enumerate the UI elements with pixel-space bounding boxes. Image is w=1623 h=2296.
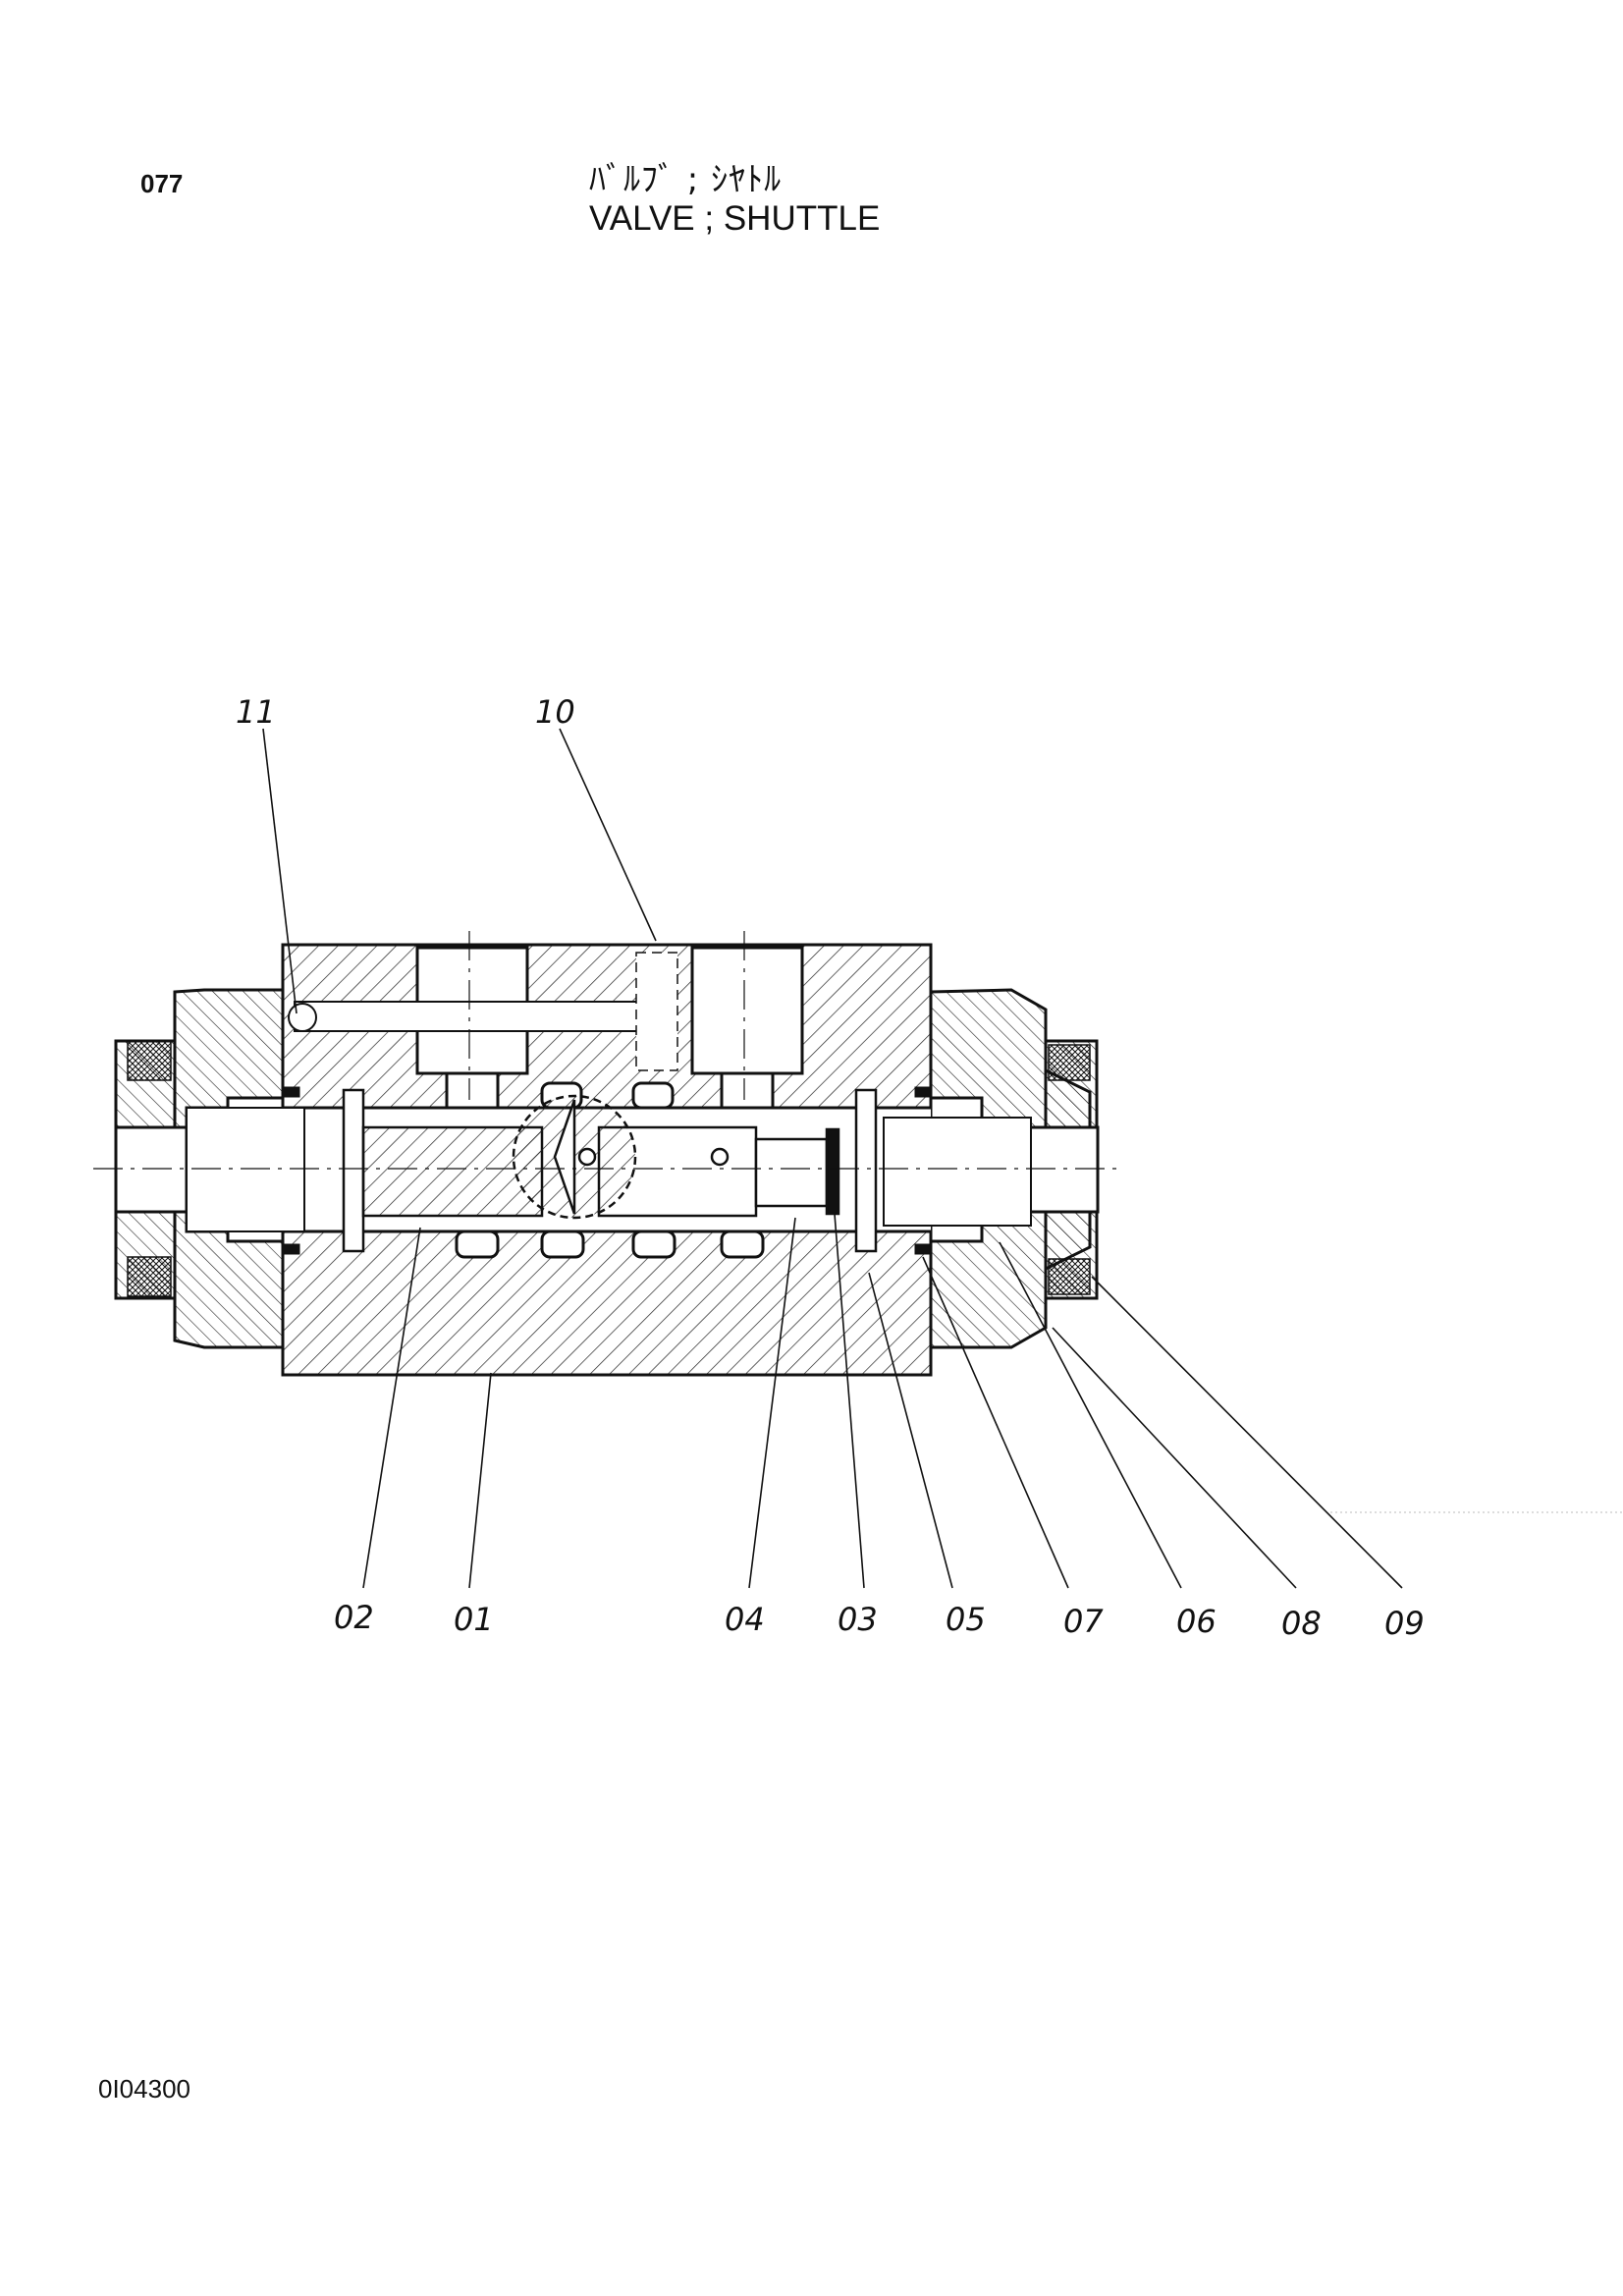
title-japanese: ﾊﾞﾙﾌﾞ ; ｼﾔﾄﾙ — [589, 160, 783, 199]
callout-02: 02 — [334, 1599, 374, 1636]
left-end-plug — [114, 988, 365, 1349]
callout-09: 09 — [1384, 1605, 1425, 1642]
right-end-plug — [854, 988, 1100, 1349]
callout-11: 11 — [236, 693, 276, 731]
page-number: 077 — [140, 169, 184, 198]
center-lines — [93, 931, 1119, 1170]
title-english: VALVE ; SHUTTLE — [589, 199, 881, 238]
leader-lines — [262, 728, 1403, 1589]
callout-07: 07 — [1063, 1603, 1104, 1640]
callout-03: 03 — [838, 1601, 878, 1638]
shuttle-spool — [361, 1094, 840, 1220]
callout-labels: 11 10 02 01 04 03 05 07 06 08 09 — [236, 693, 1425, 1642]
document-code: 0I04300 — [98, 2074, 190, 2104]
callout-05: 05 — [946, 1601, 986, 1638]
callout-01: 01 — [454, 1601, 494, 1638]
callout-10: 10 — [535, 693, 575, 731]
callout-06: 06 — [1176, 1603, 1217, 1640]
callout-04: 04 — [725, 1601, 765, 1638]
callout-08: 08 — [1281, 1605, 1322, 1642]
